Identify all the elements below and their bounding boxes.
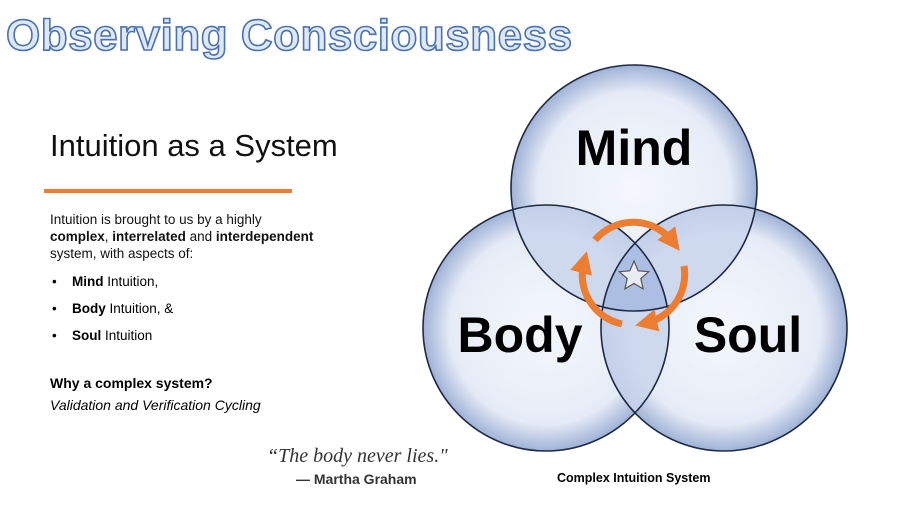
intro-line-3: system, with aspects of: — [50, 246, 194, 261]
intro-paragraph: Intuition is brought to us by a highly c… — [50, 211, 380, 262]
cycle-arrows-icon — [570, 218, 689, 332]
bullet-icon: • — [52, 301, 57, 316]
bullet-rest: Intuition, — [103, 274, 159, 289]
bullet-rest: Intuition — [101, 328, 153, 343]
page-title: Observing Consciousness — [6, 11, 573, 60]
bullet-bold: Soul — [72, 328, 102, 343]
intro-interdependent: interdependent — [215, 229, 314, 244]
bullet-bold: Mind — [72, 274, 104, 289]
list-item: • Body Intuition, & — [50, 300, 173, 327]
section-subtitle: Intuition as a System — [50, 128, 338, 163]
intro-comma: , — [104, 229, 113, 244]
orange-divider — [44, 189, 292, 193]
intro-interrelated: interrelated — [112, 229, 186, 244]
quote-text: “The body never lies." — [267, 445, 448, 467]
bullet-icon: • — [52, 328, 57, 343]
circle-mind-outline — [510, 64, 758, 312]
aspect-list: • Mind Intuition, • Body Intuition, & • Sou… — [50, 273, 173, 354]
overlap-mind-soul — [601, 205, 757, 311]
cycle-arrow-left — [570, 251, 623, 328]
cycle-arrow-top — [592, 218, 680, 251]
label-body: Body — [458, 307, 583, 363]
list-item: • Mind Intuition, — [50, 273, 173, 300]
quote-author: — Martha Graham — [296, 471, 417, 487]
intro-and: and — [185, 229, 216, 244]
why-heading: Why a complex system? — [50, 375, 213, 391]
label-soul: Soul — [694, 307, 802, 363]
circle-soul-outline — [600, 204, 848, 452]
star-icon — [617, 259, 651, 291]
diagram-caption: Complex Intuition System — [557, 471, 711, 485]
bullet-rest: Intuition, & — [105, 301, 174, 316]
circle-body-outline — [422, 204, 670, 452]
title-banner: Observing Consciousness — [5, 10, 573, 61]
bullet-bold: Body — [72, 301, 106, 316]
cycle-arrow-right — [635, 265, 689, 332]
why-text: Validation and Verification Cycling — [50, 397, 261, 413]
label-mind: Mind — [576, 120, 693, 176]
overlap-mind-body — [511, 205, 669, 311]
bullet-icon: • — [52, 274, 57, 289]
list-item: • Soul Intuition — [50, 327, 173, 354]
intro-line-1: Intuition is brought to us by a highly — [50, 212, 262, 227]
intro-complex: complex — [50, 229, 105, 244]
